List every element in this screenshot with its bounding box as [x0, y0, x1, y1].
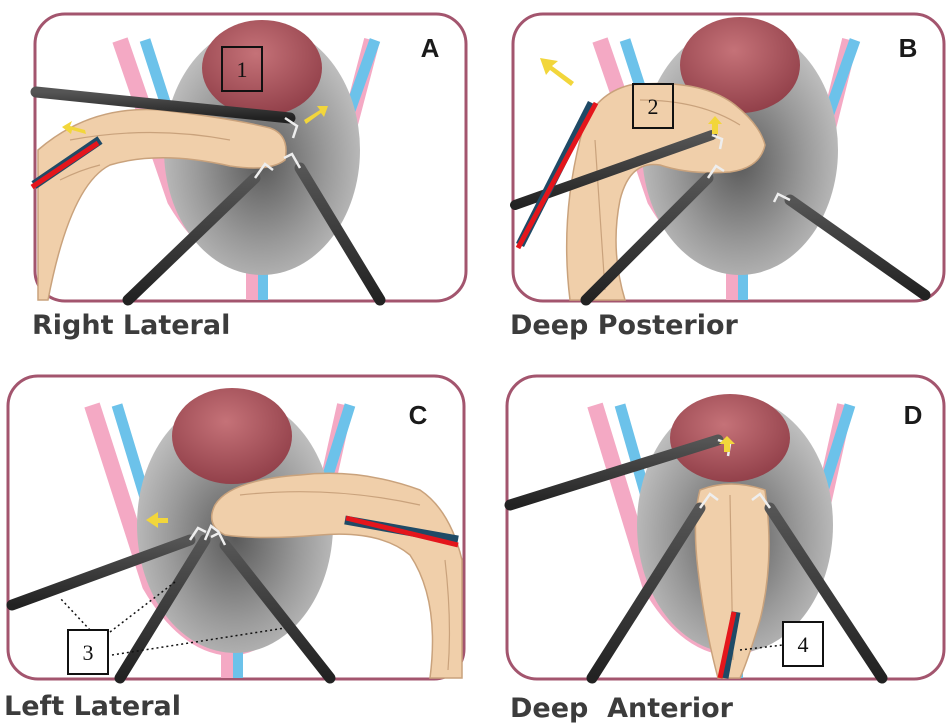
panel-number: 1: [237, 57, 248, 82]
panel-number: 2: [648, 94, 659, 119]
panel-letter: A: [421, 33, 440, 63]
panel-caption: Left Lateral: [4, 691, 181, 722]
panel-number: 4: [798, 632, 809, 657]
panel-d: 4 D: [507, 376, 944, 679]
panel-a: 1 A: [32, 14, 466, 301]
panel-b: 2 B: [513, 14, 944, 301]
panel-c: 3 C: [8, 376, 464, 679]
panel-letter: C: [409, 400, 428, 430]
bladder: [172, 388, 292, 484]
panel-caption: Deep Posterior: [510, 310, 739, 341]
panel-letter: D: [904, 400, 923, 430]
panel-letter: B: [899, 33, 918, 63]
bladder: [670, 394, 790, 482]
panel-number: 3: [83, 640, 94, 665]
panel-caption: Deep Anterior: [510, 693, 734, 724]
panel-caption: Right Lateral: [32, 310, 230, 341]
